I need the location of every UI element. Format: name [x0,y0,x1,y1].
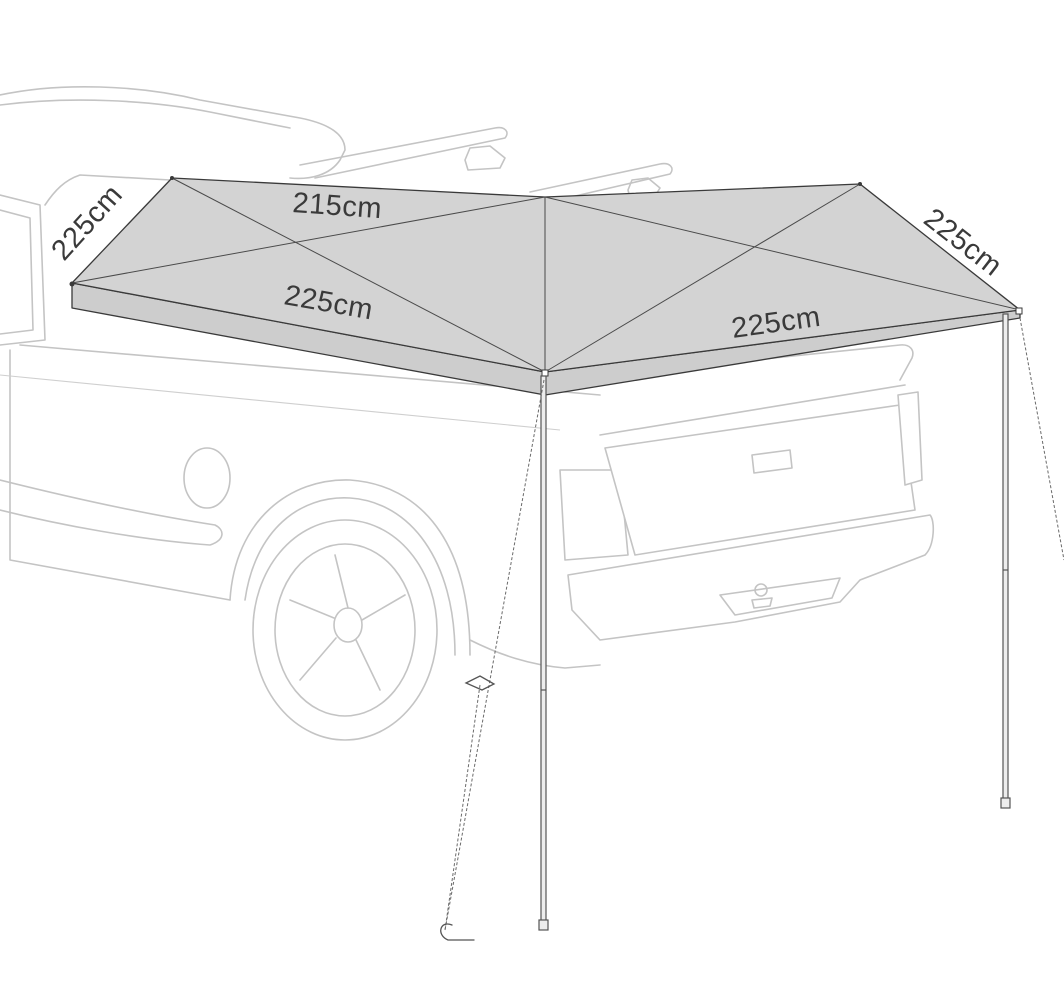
canopy-corner [170,176,174,180]
canopy-corner [541,369,549,377]
ground-stake-icon [440,923,475,941]
tailgate-top-edge [599,384,906,436]
canopy-seam-5 [544,183,861,373]
tail-light-right [897,391,923,486]
truck-cab-roof-inner [0,99,291,129]
canopy-seam-2 [71,196,546,284]
tailgate-handle [751,449,793,474]
truck-cab-pillar [44,174,171,206]
dimension-back-edge: 215cm [292,187,384,225]
bumper-step [719,577,841,616]
canopy-seam-4 [544,196,1021,311]
tail-light [559,469,629,561]
wheel-arch [229,479,471,656]
pole-foot-right [1000,797,1011,809]
truck-body-lower [0,479,223,546]
tailgate [604,404,916,556]
truck-window-frame [0,209,34,335]
rear-tire-inner [274,543,416,717]
support-poles [538,313,1011,931]
roof-rack-bar-1 [299,126,508,179]
wheel-arch-inner [244,497,456,656]
canopy-seam-1 [171,177,546,373]
truck-door-line [0,374,561,431]
guy-rope-left [444,379,545,931]
hitch-mount [751,597,773,609]
canopy-top [71,177,1021,373]
guy-ropes [440,317,1064,941]
truck-bed-rail [559,344,914,381]
truck-rocker [469,639,601,669]
pole-foot-left [538,919,549,931]
support-pole-right [1002,313,1009,803]
fuel-cap [183,447,231,509]
guy-rope-left-2 [444,684,481,931]
truck-rear-window [0,194,46,346]
roof-rack-foot-1 [464,145,506,171]
tie-down-plate-icon [464,675,496,691]
rim-hub [333,607,363,643]
truck-cab-roof [0,86,346,180]
pickup-truck-illustration [0,86,935,741]
guy-rope-right [1019,317,1064,561]
canopy-corner [858,182,862,186]
rear-bumper [567,514,935,641]
canopy-corner [69,281,75,287]
rear-tire [252,519,438,741]
truck-body-side [9,349,231,601]
roof-rack-bar-2 [529,162,673,204]
canopy-corner [1015,307,1023,315]
support-pole-left [540,375,547,925]
trailer-hitch [754,583,768,597]
rim-spokes [289,554,406,691]
